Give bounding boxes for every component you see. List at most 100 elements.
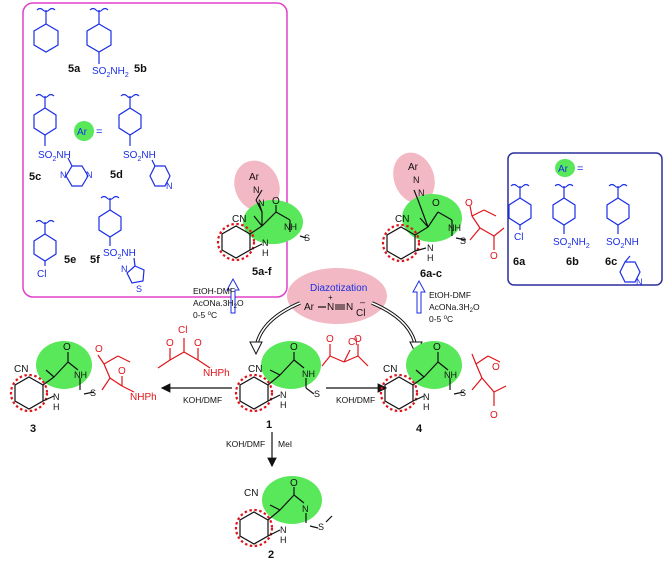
5-n1: N — [253, 185, 260, 195]
diazonium-ellipse — [287, 268, 387, 324]
compound-6a — [508, 183, 532, 230]
1-nh2-n: N — [280, 390, 287, 400]
6-ar: Ar — [408, 162, 419, 173]
label-6a-c: 6a-c — [420, 268, 442, 280]
diazo-minus: – — [360, 297, 365, 307]
ar-legend-right — [555, 159, 575, 177]
label-5a: 5a — [68, 63, 81, 75]
conditions-right-line1: EtOH-DMF — [429, 290, 471, 300]
conditions-left-line1: EtOH-DMF — [193, 286, 235, 296]
5-nh2-n: N — [262, 238, 269, 248]
diazo-ar: Ar — [304, 302, 315, 313]
reagent-left-o1: O — [166, 338, 174, 349]
5-o: O — [272, 196, 280, 207]
compound-6b — [552, 183, 576, 234]
conditions-right-line3: 0-5 oC — [429, 314, 453, 324]
4-nh2-h: H — [423, 402, 430, 412]
2-s: S — [318, 522, 324, 532]
5-n2: N — [258, 198, 265, 208]
6-o: O — [432, 198, 440, 209]
6-o-red2: O — [490, 251, 498, 262]
diazo-n2: N — [346, 302, 353, 313]
1-nh1: NH — [302, 369, 315, 379]
label-5d: 5d — [110, 169, 123, 181]
5-ar: Ar — [249, 172, 260, 183]
ar-legend-left — [74, 121, 94, 141]
compound-5d — [118, 93, 171, 187]
label-6b: 6b — [566, 256, 579, 268]
3-nhph: NHPh — [130, 392, 157, 403]
mei-down: MeI — [278, 439, 292, 449]
1-cn: CN — [248, 364, 262, 375]
1-s: S — [314, 389, 320, 399]
5d-pyridine-n: N — [166, 181, 173, 191]
4-s: S — [460, 388, 466, 398]
label-2: 2 — [268, 549, 274, 561]
6-n2: N — [418, 188, 425, 198]
3-o-red1: O — [95, 344, 103, 355]
reagent-right-cl: Cl — [348, 337, 357, 348]
label-4: 4 — [416, 423, 423, 435]
compound-5f — [98, 195, 145, 284]
5c-pyrimidine-n2: N — [86, 170, 93, 180]
3-nh1: NH — [74, 370, 87, 380]
label-5e: 5e — [64, 254, 76, 266]
reagent-right — [321, 344, 369, 367]
arrow-to-6 — [412, 279, 426, 314]
structure-2 — [234, 476, 333, 548]
ar-legend-right-text: Ar — [558, 164, 569, 175]
5e-substituent: Cl — [37, 269, 46, 280]
6-o-red1: O — [465, 198, 473, 209]
ar-legend-left-text: Ar — [77, 127, 88, 138]
compound-5c — [33, 93, 89, 187]
5c-pyrimidine-n1: N — [60, 170, 67, 180]
5-cn: CN — [232, 214, 246, 225]
3-o: O — [63, 342, 71, 353]
5-s: S — [304, 233, 310, 243]
compound-5e — [33, 219, 57, 266]
5f-thiazole-s: S — [136, 284, 142, 294]
label-6c: 6c — [605, 256, 617, 268]
3-cn: CN — [14, 364, 28, 375]
koh-right: KOH/DMF — [336, 395, 375, 405]
6b-substituent: SO2NH2 — [553, 237, 590, 250]
diazotization-title: Diazotization — [310, 283, 367, 294]
label-1: 1 — [266, 419, 272, 431]
2-nh2-h: H — [280, 535, 287, 545]
6c-pyridine-n: N — [636, 277, 643, 287]
label-5c: 5c — [29, 171, 41, 183]
reagent-left — [157, 338, 211, 369]
6-nh2-n: N — [427, 243, 434, 253]
diazo-cl: Cl — [356, 308, 365, 319]
3-s: S — [90, 388, 96, 398]
2-o: O — [290, 478, 298, 489]
6-nh1: NH — [448, 223, 461, 233]
reagent-right-o2: O — [354, 334, 362, 345]
6-cn: CN — [395, 214, 409, 225]
compound-6c — [606, 183, 641, 283]
structure-1 — [234, 341, 321, 413]
label-5f: 5f — [90, 254, 100, 266]
5f-thiazole-n: N — [121, 264, 128, 274]
5b-substituent: SO2NH2 — [92, 66, 129, 79]
5c-substituent: SO2NH — [38, 150, 71, 163]
label-6a: 6a — [513, 256, 526, 268]
4-nh2-n: N — [423, 392, 430, 402]
1-nh2-h: H — [280, 400, 287, 410]
reagent-left-cl: Cl — [178, 325, 187, 336]
structure-3 — [9, 341, 135, 413]
5-nh2-h: H — [262, 248, 269, 258]
koh-down: KOH/DMF — [226, 439, 265, 449]
diazo-n1: N — [327, 302, 334, 313]
6-s: S — [460, 236, 466, 246]
6c-substituent: SO2NH — [606, 237, 639, 250]
label-3: 3 — [30, 423, 36, 435]
3-o-red2: O — [118, 366, 126, 377]
structure-6a-c — [381, 152, 505, 263]
arrow-to-5 — [226, 277, 240, 314]
right-panel-frame — [507, 152, 663, 286]
3-nh2-n: N — [53, 392, 60, 402]
6a-substituent: Cl — [514, 232, 523, 243]
reagent-right-o1: O — [326, 334, 334, 345]
3-nh2-h: H — [53, 402, 60, 412]
